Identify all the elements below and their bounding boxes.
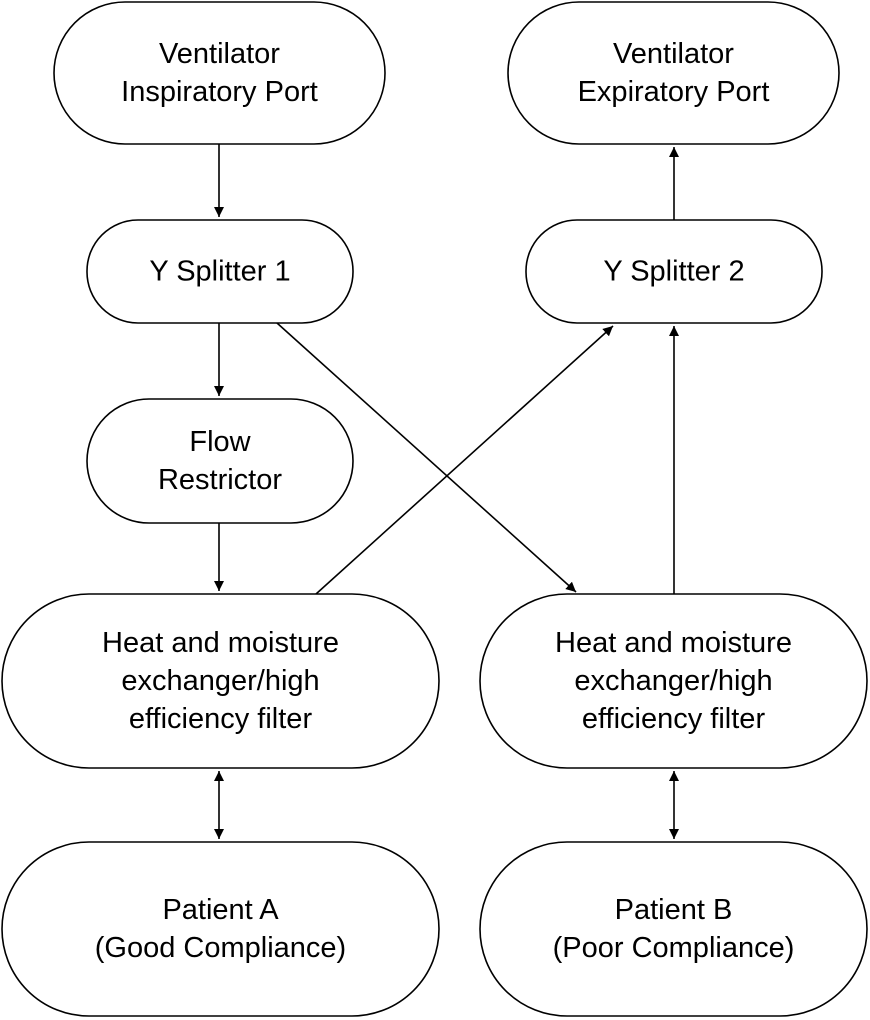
node-shape [1, 841, 440, 1017]
node-label-line: Restrictor [158, 464, 282, 496]
node-shape [86, 398, 354, 524]
node-label-line: (Good Compliance) [95, 932, 346, 964]
node-patient-a: Patient A (Good Compliance) [1, 841, 440, 1017]
node-shape [507, 1, 840, 145]
node-label-line: exchanger/high [121, 665, 319, 697]
node-label-line: efficiency filter [129, 703, 313, 735]
node-shape [1, 593, 440, 769]
node-hme-a: Heat and moisture exchanger/high efficienc… [1, 593, 440, 769]
node-label-line: Inspiratory Port [121, 76, 318, 108]
node-label-line: Y Splitter 2 [603, 256, 744, 288]
node-label-line: Y Splitter 1 [149, 256, 290, 288]
node-label-line: Patient B [615, 894, 733, 926]
node-y-splitter-1: Y Splitter 1 [86, 219, 354, 324]
node-label-line: Heat and moisture [555, 627, 792, 659]
node-label-line: Ventilator [159, 38, 280, 70]
edge-y-splitter-1-to-hme-b [276, 322, 577, 593]
node-shape [479, 593, 868, 769]
node-label-line: Heat and moisture [102, 627, 339, 659]
node-label-line: (Poor Compliance) [553, 932, 795, 964]
node-label-line: efficiency filter [582, 703, 766, 735]
node-shape [525, 219, 823, 324]
node-shape [86, 219, 354, 324]
node-hme-b: Heat and moisture exchanger/high efficienc… [479, 593, 868, 769]
node-patient-b: Patient B (Poor Compliance) [479, 841, 868, 1017]
edge-hme-a-to-y-splitter-2 [315, 325, 614, 595]
node-label-line: Patient A [162, 894, 279, 926]
node-y-splitter-2: Y Splitter 2 [525, 219, 823, 324]
node-label-line: Expiratory Port [578, 76, 770, 108]
node-label-line: Ventilator [613, 38, 734, 70]
node-shape [53, 1, 386, 145]
node-label-line: Flow [189, 426, 251, 458]
node-shape [479, 841, 868, 1017]
edges-layer [214, 144, 679, 839]
node-label-line: exchanger/high [574, 665, 772, 697]
